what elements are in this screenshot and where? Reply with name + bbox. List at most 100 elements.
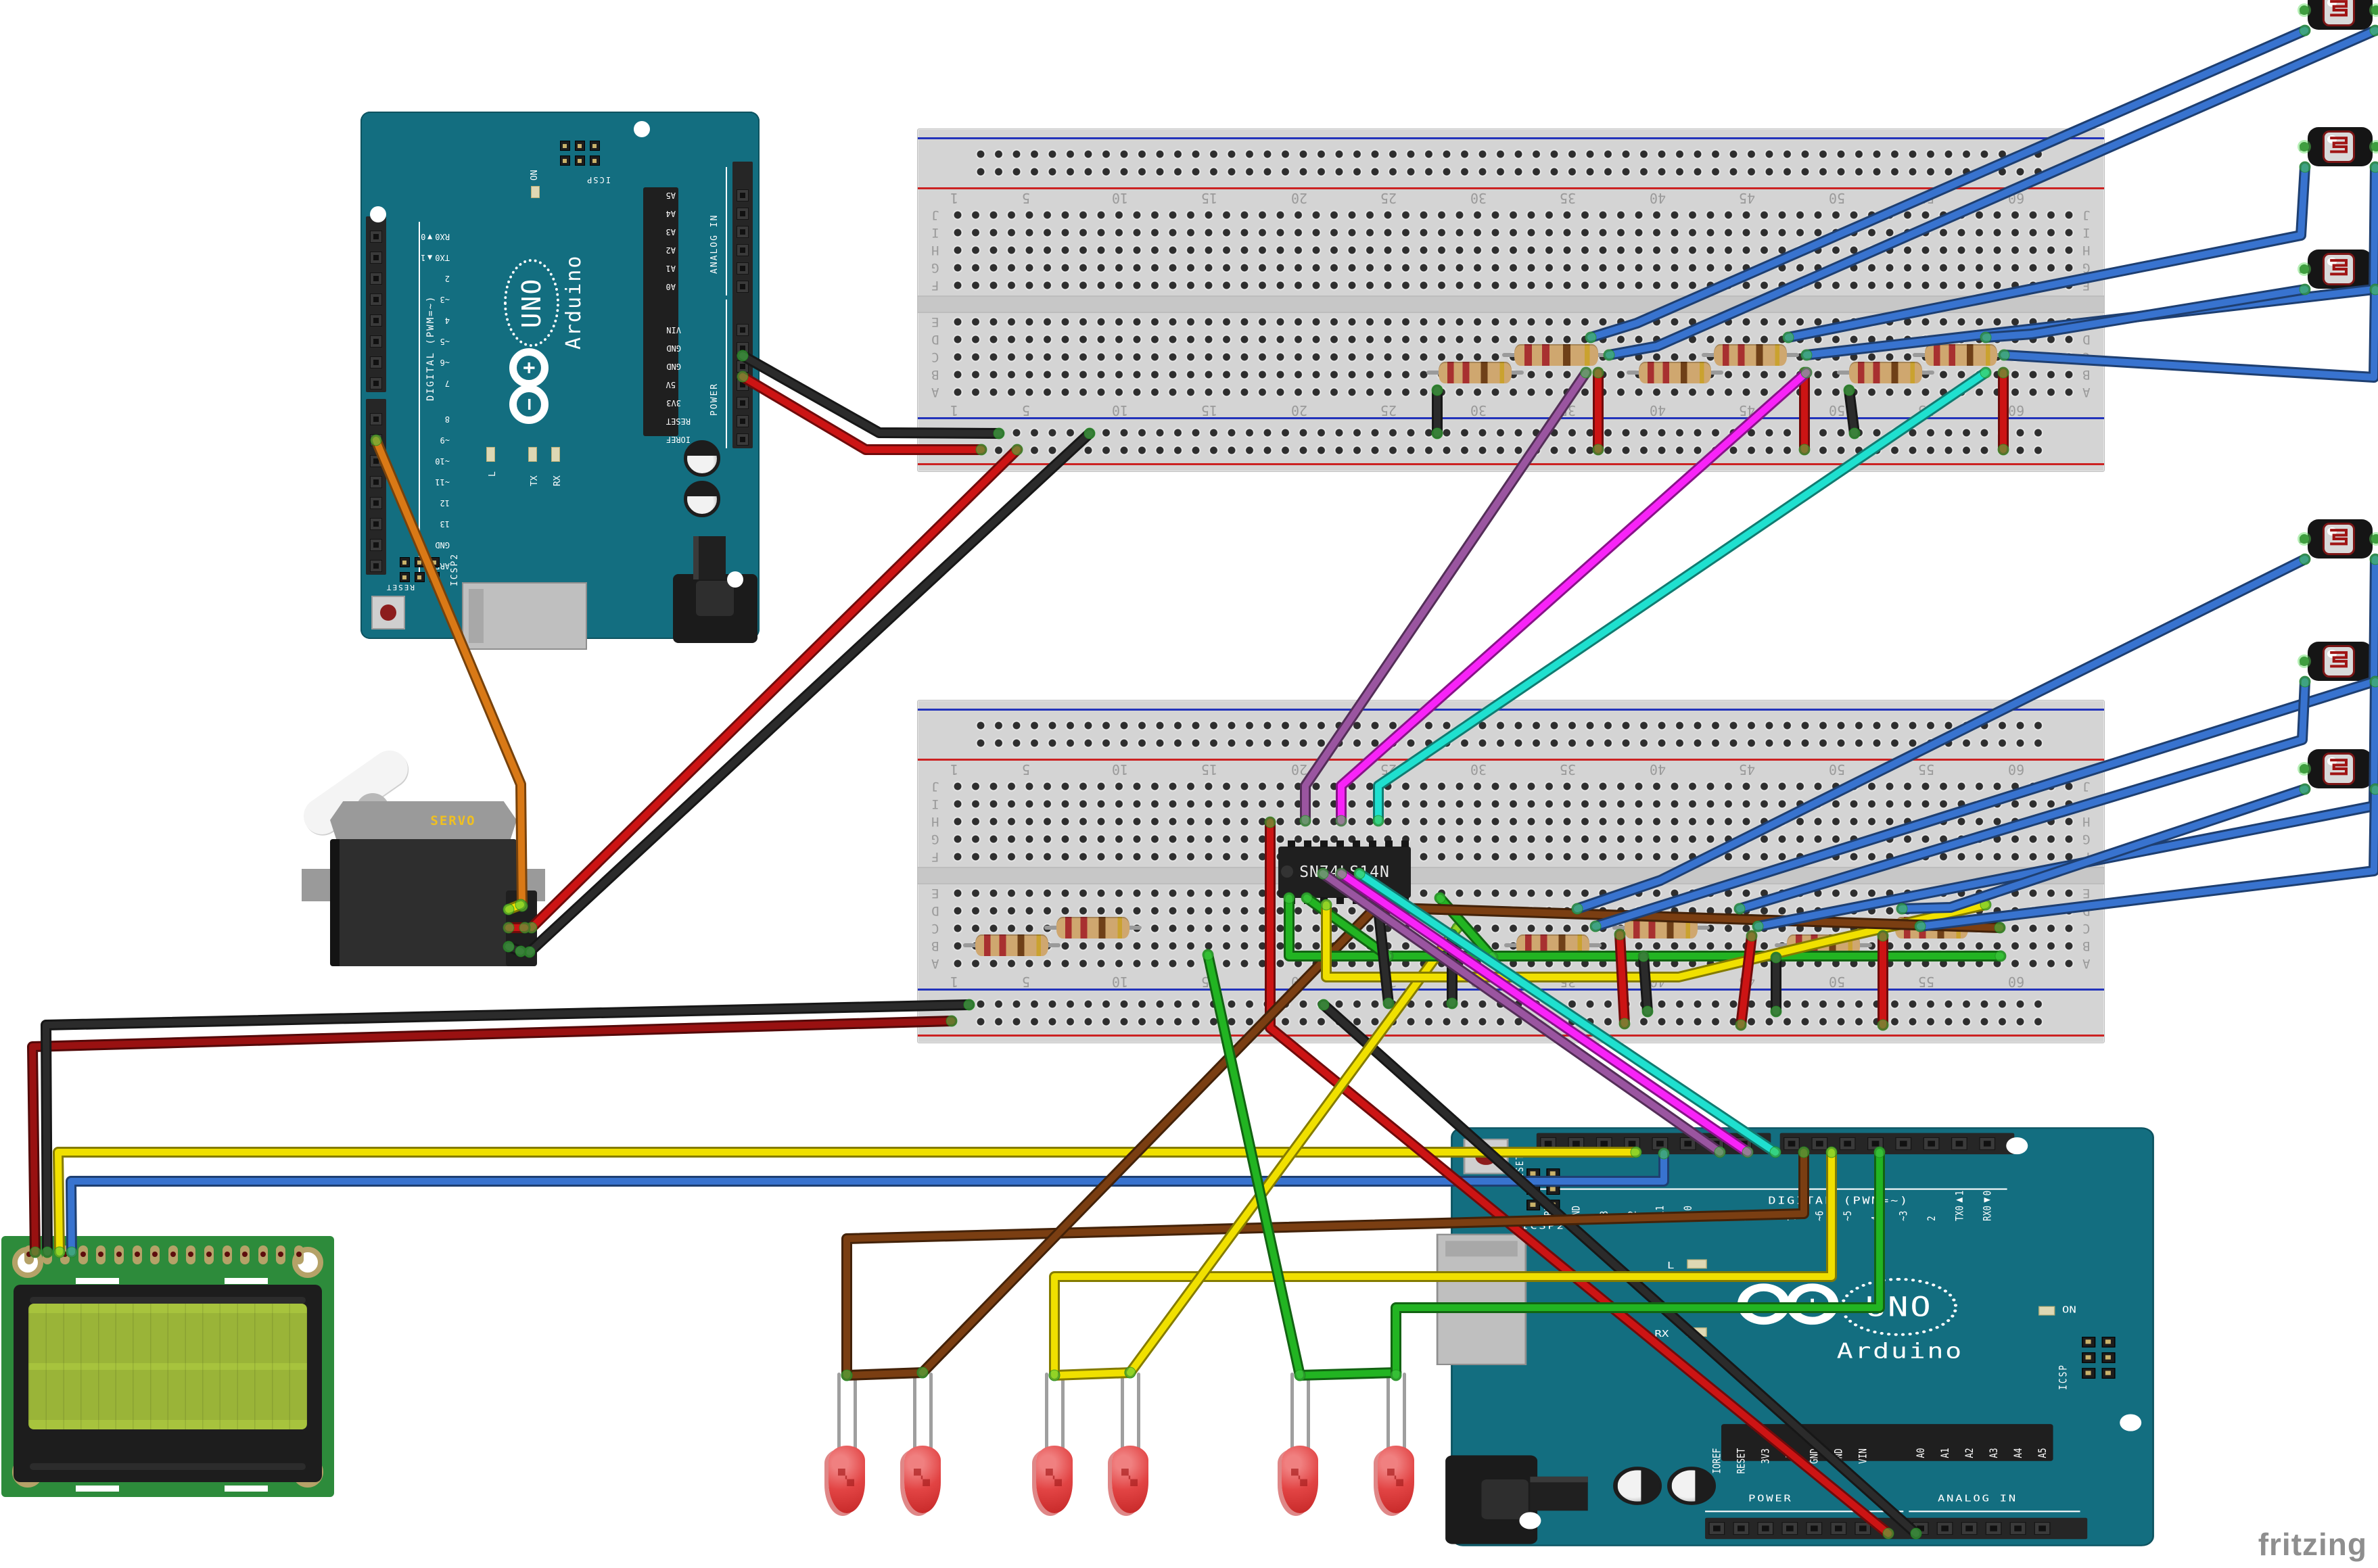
red-led[interactable] [1034,1371,1075,1515]
lcd-pin-5[interactable] [96,1245,106,1264]
connection-point[interactable] [1770,951,1782,964]
resistor[interactable] [1426,362,1524,383]
power-rail-top[interactable] [972,717,2047,752]
photoresistor[interactable] [2300,0,2378,32]
wire-black-36[interactable] [1846,387,1858,437]
connection-point[interactable] [2369,675,2378,688]
wire-blue-53[interactable] [1898,786,2308,912]
pin-A3[interactable] [1985,1522,2002,1535]
connection-point[interactable] [1910,1527,1922,1540]
icsp-pin[interactable] [2101,1352,2116,1363]
connection-point[interactable] [1630,1146,1642,1158]
pin-2[interactable] [1923,1137,1940,1150]
connection-point[interactable] [1980,331,1992,343]
terminal-rows-top[interactable] [949,778,2078,865]
power-header[interactable] [1705,1517,1911,1540]
connection-point[interactable] [1998,349,2010,361]
resistor[interactable] [1044,917,1142,939]
wire-black-1[interactable] [739,352,1002,437]
terminal-rows-top[interactable] [949,206,2078,294]
ic-pin[interactable] [1304,840,1311,847]
pin-5V[interactable] [1781,1522,1798,1535]
red-led[interactable] [1280,1371,1320,1515]
ic-pin[interactable] [1320,840,1328,847]
wire-brown-11[interactable] [843,1369,926,1379]
pin-~6[interactable] [1811,1137,1828,1150]
red-led[interactable] [826,1371,867,1515]
ic-pin[interactable] [1336,840,1344,847]
wire-blue-54[interactable] [1917,786,2378,930]
ldr-pin[interactable] [2300,657,2309,666]
connection-point[interactable] [1637,950,1650,962]
pin-A4[interactable] [2009,1522,2026,1535]
connection-point[interactable] [1752,920,1764,932]
wire-blue-45[interactable] [1785,164,2308,341]
connection-point[interactable] [946,1015,958,1027]
lcd-pin-13[interactable] [240,1245,250,1264]
pin-RX0◀0[interactable] [1979,1137,1996,1150]
connection-point[interactable] [1614,928,1626,941]
resistor[interactable] [963,934,1060,956]
wire-yellow-15[interactable] [1051,1149,1835,1379]
power-jack[interactable] [1445,1455,1538,1544]
pin-IOREF[interactable] [1708,1522,1725,1535]
digital-header-low[interactable] [1779,1133,2015,1155]
ldr-pin[interactable] [2300,764,2309,774]
wire-blue-50[interactable] [1590,554,2378,932]
connection-point[interactable] [1431,427,1443,439]
connection-point[interactable] [1742,1146,1754,1158]
connection-point[interactable] [1202,949,1214,961]
wire-darkred-5[interactable] [27,1016,957,1258]
connection-point[interactable] [1299,815,1311,827]
connection-point[interactable] [1873,1146,1886,1158]
wire-blue-44[interactable] [1606,27,2378,358]
connection-point[interactable] [1446,997,1458,1009]
connection-point[interactable] [1580,366,1592,379]
connection-point[interactable] [841,1369,853,1381]
connection-point[interactable] [1434,892,1446,904]
wire-black-27[interactable] [1640,953,1651,1015]
red-led[interactable] [1376,1371,1416,1515]
connection-point[interactable] [1782,331,1794,343]
wire-blue-48[interactable] [2001,286,2378,381]
wire-magenta-39[interactable] [1338,369,1810,824]
pin-GND[interactable] [1806,1522,1823,1535]
red-led[interactable] [902,1371,943,1515]
connection-point[interactable] [2369,783,2378,795]
connection-point[interactable] [1618,1018,1631,1030]
wire-green-19[interactable] [1205,951,1303,1379]
wire-blue-50[interactable] [1592,556,2378,930]
resistor[interactable] [1702,344,1799,366]
pin-A5[interactable] [2034,1522,2051,1535]
connection-point[interactable] [1083,427,1096,439]
connection-point[interactable] [737,350,749,362]
ic-pin[interactable] [1288,840,1295,847]
resistor[interactable] [1502,344,1610,366]
icsp-pin[interactable] [2101,1337,2116,1348]
lcd-pin-11[interactable] [204,1245,214,1264]
connection-point[interactable] [1294,1369,1306,1381]
icsp-pin[interactable] [2101,1368,2116,1379]
connection-point[interactable] [963,999,975,1011]
connection-point[interactable] [1995,950,2007,962]
photoresistor[interactable] [2300,519,2378,561]
connection-point[interactable] [1980,366,1992,379]
photoresistor[interactable] [2300,642,2378,684]
lcd-16x2-display[interactable] [1,1236,334,1497]
connection-point[interactable] [53,1246,66,1258]
pin-~5[interactable] [1839,1137,1856,1150]
icsp-pin[interactable] [2082,1368,2096,1379]
connection-point[interactable] [1372,815,1384,827]
lcd-pin-6[interactable] [114,1245,124,1264]
pin-GND[interactable] [1830,1522,1847,1535]
connection-point[interactable] [1048,1369,1060,1381]
connection-point[interactable] [1335,868,1347,880]
wire-green-17[interactable] [1297,1369,1399,1379]
connection-point[interactable] [1589,920,1602,932]
connection-point[interactable] [1882,1527,1894,1540]
wire-cyan-42[interactable] [1356,870,1779,1156]
wire-blue-51[interactable] [1736,678,2308,912]
connection-point[interactable] [1770,1005,1782,1018]
ldr-pin[interactable] [2371,5,2378,15]
connection-point[interactable] [2299,283,2311,295]
